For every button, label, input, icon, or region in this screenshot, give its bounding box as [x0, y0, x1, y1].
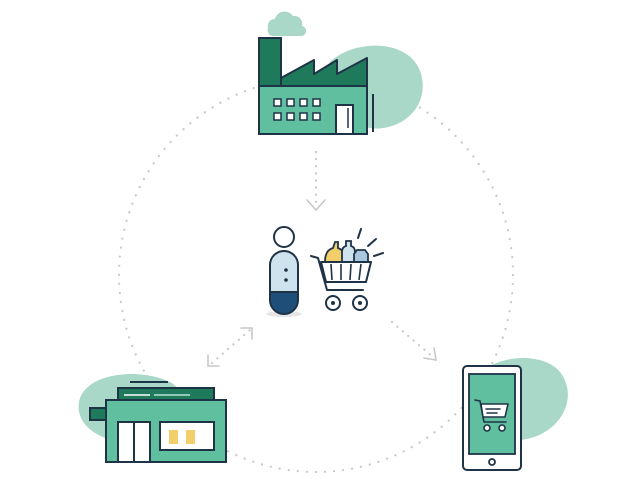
arrow-consumer-to-phone	[390, 320, 437, 361]
factory-windows	[273, 98, 321, 121]
phone-home-button	[488, 458, 496, 466]
shopping-cart-icon	[310, 228, 384, 311]
factory-icon	[258, 11, 423, 135]
storefront-icon	[78, 374, 227, 463]
arrow-store-consumer-bidirectional	[207, 327, 253, 367]
sparkle-lines	[357, 228, 384, 257]
grocery-bottle	[341, 240, 356, 263]
person-head	[273, 226, 295, 248]
factory-door	[335, 104, 354, 135]
person-icon	[266, 226, 302, 317]
cloud-icon	[267, 11, 307, 37]
smartphone-icon	[462, 358, 568, 471]
arrow-factory-to-consumer	[306, 150, 326, 212]
person-body	[269, 250, 299, 293]
grocery-jar	[353, 249, 369, 263]
phone-cart-icon	[474, 399, 509, 432]
